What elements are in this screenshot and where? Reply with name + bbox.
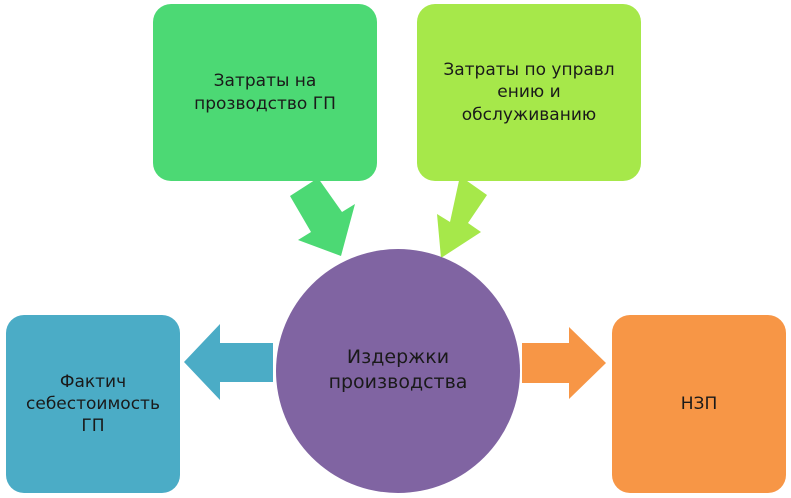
arrow-center-to-right [522,327,606,399]
arrow-center-to-left [184,324,273,400]
arrow-top-right-to-center [437,176,487,258]
box-wip [612,315,786,493]
center-circle-production-costs [276,249,520,493]
box-management-costs [417,4,641,181]
box-production-costs [153,4,377,181]
box-actual-cost [6,315,180,493]
arrow-top-left-to-center [290,178,355,256]
